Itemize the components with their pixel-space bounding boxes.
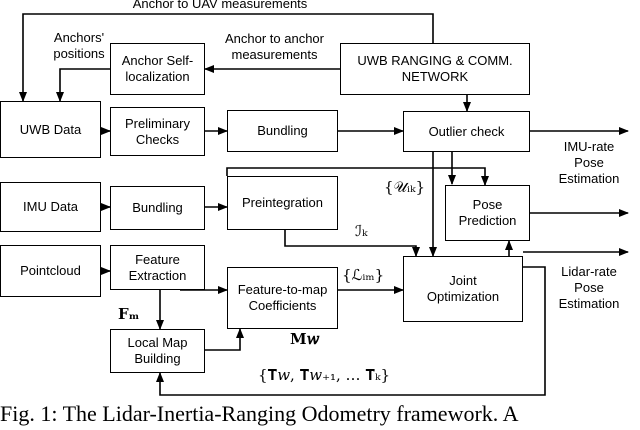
uwb-measurement-set: {𝒰ᵢₖ} bbox=[384, 178, 426, 196]
feature-to-map-box: Feature-to-map Coefficients bbox=[227, 267, 338, 329]
arrow-anchor-to-uav bbox=[19, 13, 434, 102]
outlier-check-box: Outlier check bbox=[403, 111, 530, 152]
bundling-imu-box: Bundling bbox=[110, 186, 205, 230]
arrow-anchor-positions bbox=[56, 68, 110, 102]
anchors-positions-label: Anchors' positions bbox=[53, 30, 105, 61]
anchor-to-uav-label: Anchor to UAV measurements bbox=[110, 0, 330, 12]
anchor-to-anchor-label: Anchor to anchor measurements bbox=[224, 31, 324, 62]
uwb-network-box: UWB RANGING & COMM. NETWORK bbox=[340, 43, 530, 95]
lidar-rate-label: Lidar-rate Pose Estimation bbox=[558, 264, 620, 311]
joint-optimization-box: Joint Optimization bbox=[403, 256, 523, 322]
uwb-data-box: UWB Data bbox=[0, 101, 101, 158]
anchor-self-localization-box: Anchor Self- localization bbox=[110, 43, 205, 95]
preintegration-box: Preintegration bbox=[227, 176, 338, 230]
imu-rate-label: IMU-rate Pose Estimation bbox=[558, 139, 620, 186]
bundling-uwb-box: Bundling bbox=[227, 110, 338, 152]
local-map-symbol: 𝐌𝑤 bbox=[290, 330, 320, 348]
imu-preintegration-symbol: ℐₖ bbox=[355, 222, 368, 240]
pose-prediction-box: Pose Prediction bbox=[445, 185, 530, 241]
figure-caption: Fig. 1: The Lidar-Inertia-Ranging Odomet… bbox=[0, 401, 519, 426]
arrow-preint-to-pred bbox=[226, 167, 489, 186]
coefficient-set: {ℒᵢₘ} bbox=[342, 266, 385, 284]
pointcloud-box: Pointcloud bbox=[0, 245, 101, 297]
imu-data-box: IMU Data bbox=[0, 182, 101, 232]
arrow-pose-feedback bbox=[156, 266, 546, 396]
feature-set-symbol: 𝐅ₘ bbox=[118, 305, 140, 323]
arrow-preint-to-joint bbox=[284, 230, 420, 257]
arrow-map-to-coef bbox=[205, 328, 244, 351]
pose-set: {𝐓̂𝑤, 𝐓̂𝑤₊₁, … 𝐓̂ₖ} bbox=[258, 366, 390, 384]
preliminary-checks-box: Preliminary Checks bbox=[110, 107, 205, 156]
feature-extraction-box: Feature Extraction bbox=[110, 245, 205, 290]
local-map-building-box: Local Map Building bbox=[110, 329, 205, 373]
